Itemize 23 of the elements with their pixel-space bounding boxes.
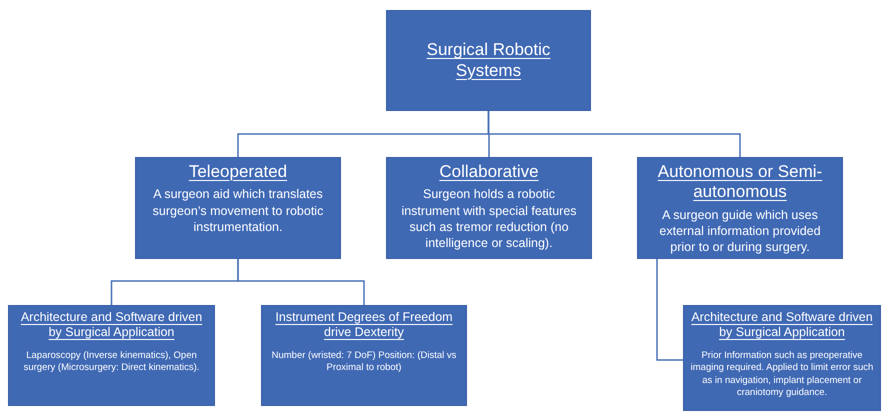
connector-line bbox=[488, 111, 741, 157]
box-heading: Surgical Robotic Systems bbox=[426, 40, 552, 81]
box-heading: Autonomous or Semi-autonomous bbox=[656, 162, 824, 203]
category-box bbox=[386, 157, 592, 259]
category-box bbox=[386, 10, 591, 111]
category-box bbox=[683, 305, 881, 411]
box-description: Surgeon holds a robotic instrument with special features such as tremor reduction (no intelligence or scaling). bbox=[400, 186, 578, 252]
box-description: Laparoscopy (Inverse kinematics), Open surgery (Microsurgery: Direct kinematics). bbox=[22, 350, 200, 375]
category-box bbox=[637, 157, 843, 259]
box-heading: Architecture and Software driven by Surgical Application bbox=[20, 310, 204, 340]
connector-line bbox=[656, 259, 683, 361]
connector-line bbox=[237, 259, 365, 305]
box-description: Prior Information such as preoperative imaging required. Applied to limit error such as in navigation, implant placement or craniotomy guidance. bbox=[690, 350, 874, 400]
box-description: Number (wristed: 7 DoF) Position: (Distal vs Proximal to robot) bbox=[270, 350, 458, 375]
box-heading: Collaborative bbox=[439, 162, 539, 182]
box-heading: Teleoperated bbox=[188, 162, 288, 182]
box-description: A surgeon guide which uses external information provided prior to or during surgery. bbox=[658, 206, 822, 256]
category-box bbox=[135, 157, 341, 259]
box-heading: Instrument Degrees of Freedom drive Dexterity bbox=[274, 310, 454, 340]
category-box bbox=[8, 305, 215, 406]
box-heading: Architecture and Software driven by Surgical Application bbox=[690, 310, 874, 340]
box-description: A surgeon aid which translates surgeon’s movement to robotic instrumentation. bbox=[152, 186, 324, 236]
category-box bbox=[261, 305, 467, 406]
